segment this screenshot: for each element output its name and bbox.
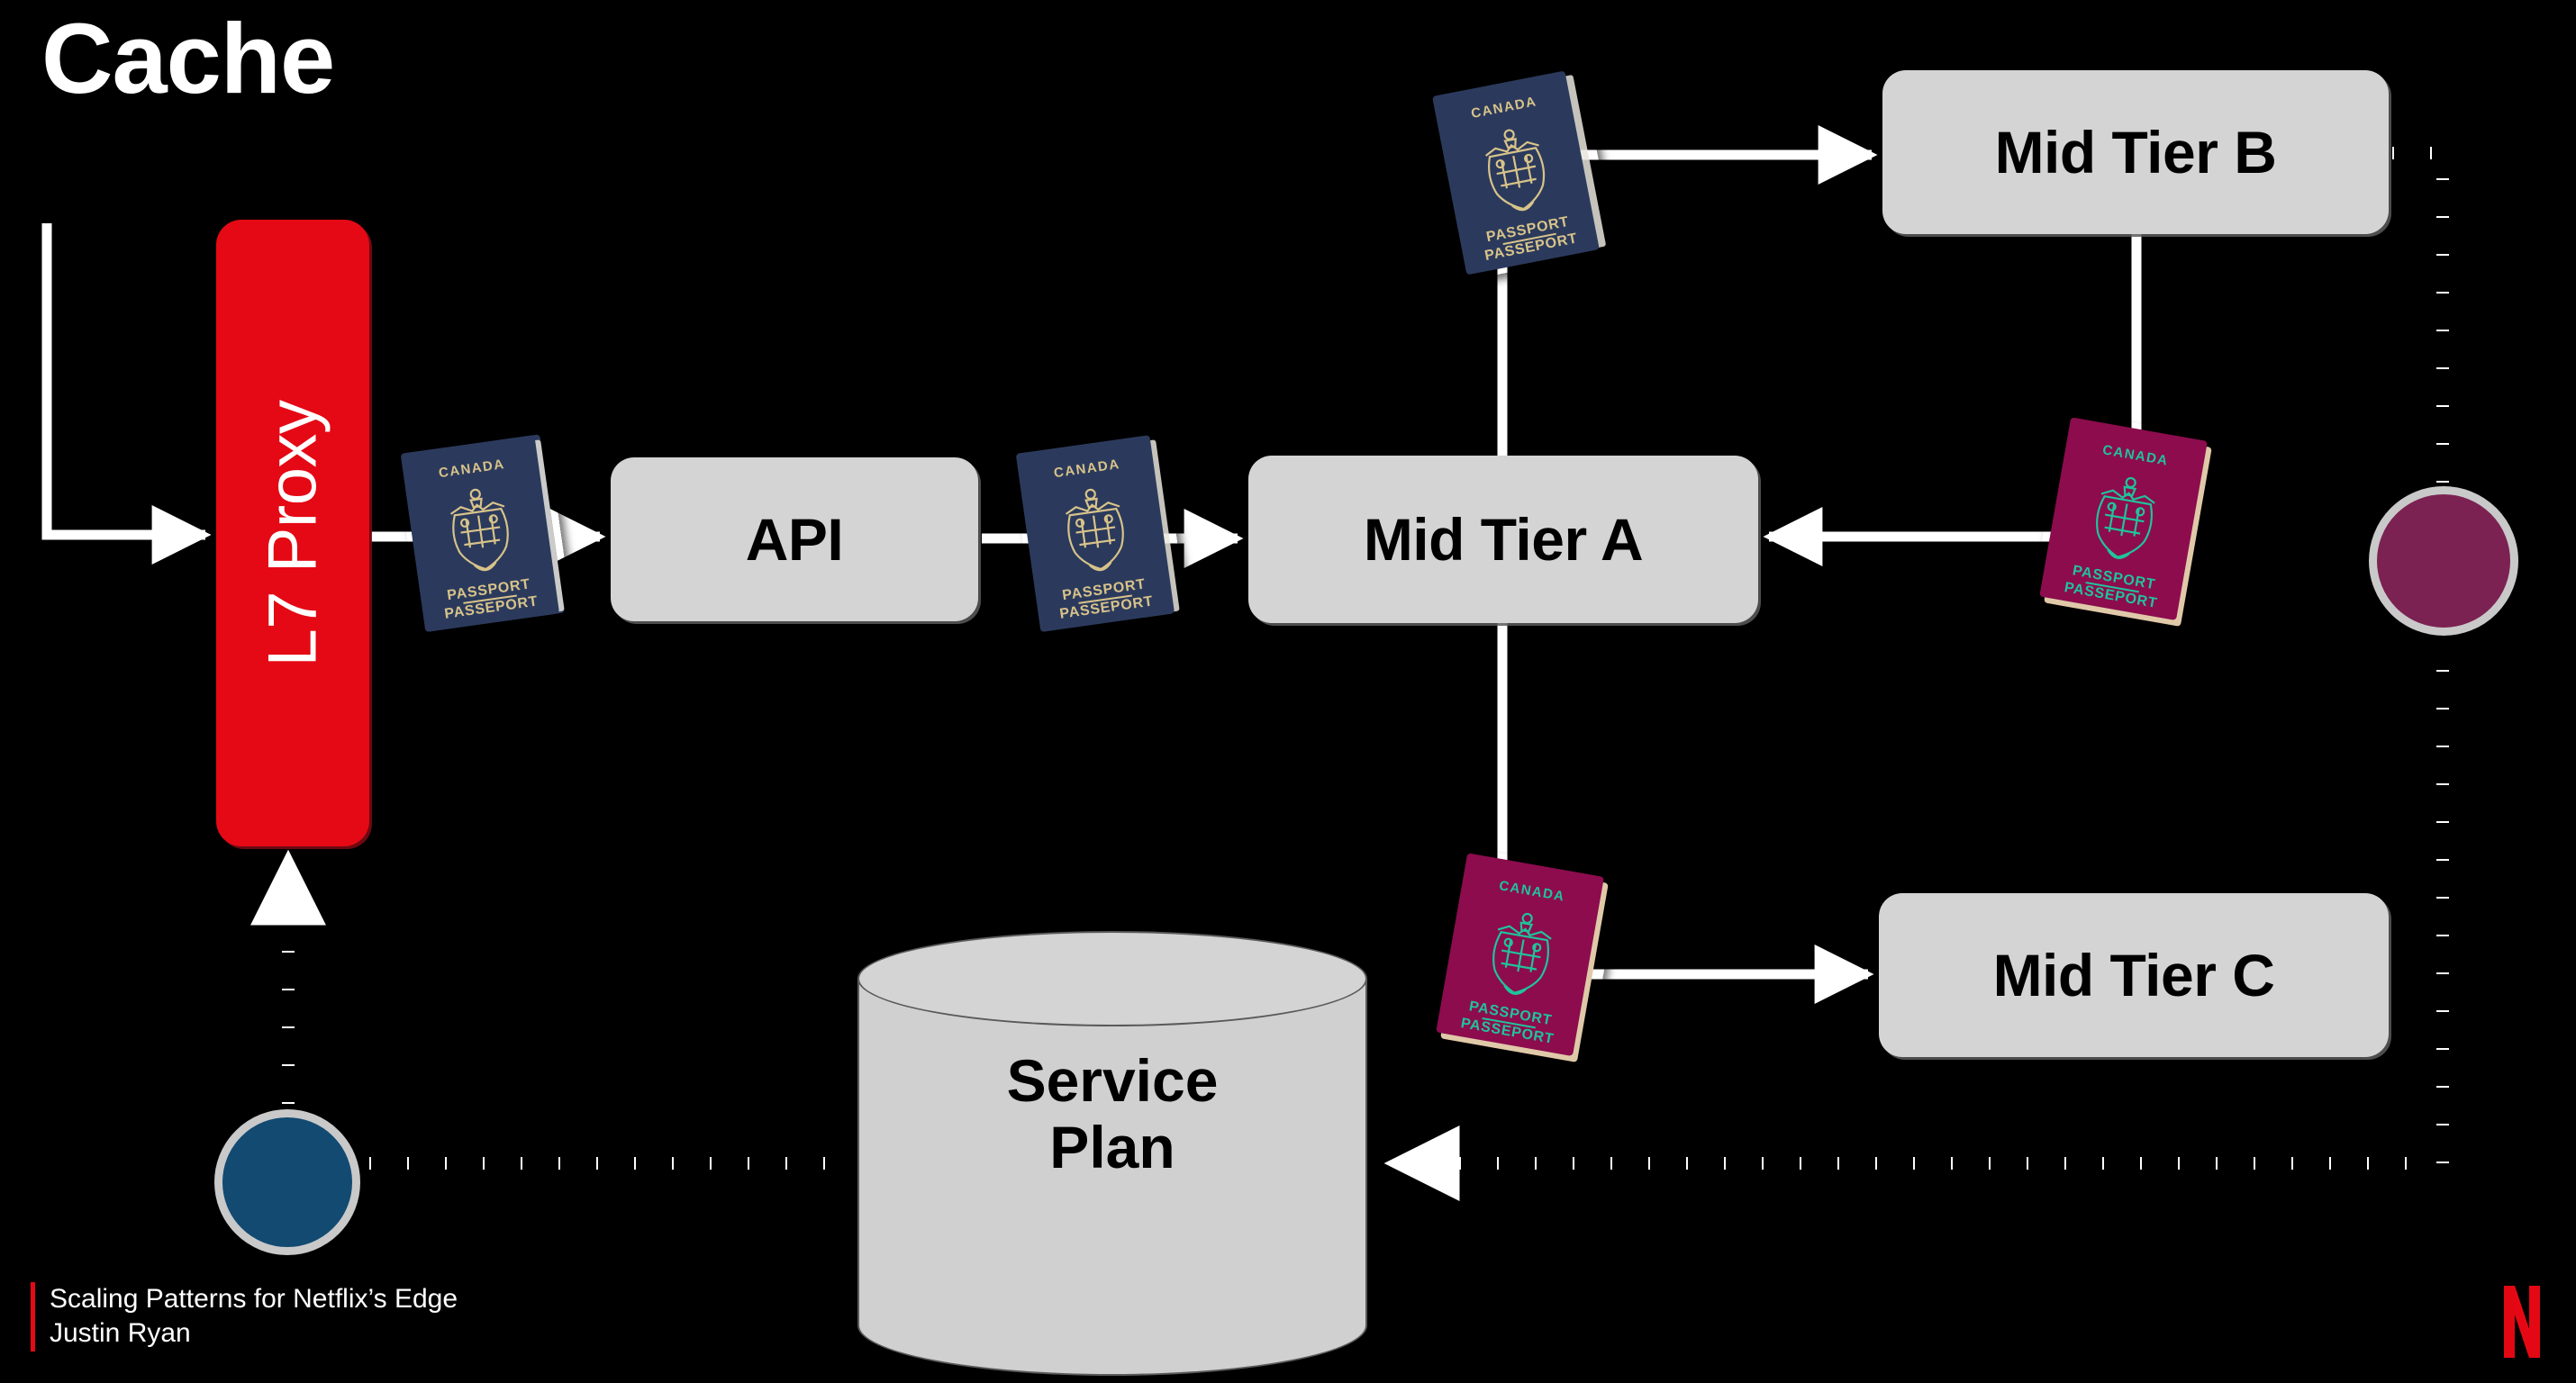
footer-talk-title: Scaling Patterns for Netflix’s Edge [50, 1284, 458, 1314]
netflix-n-logo-icon [2504, 1286, 2540, 1358]
node-control-circle[interactable] [2369, 486, 2518, 636]
footer-accent-rule [31, 1282, 35, 1351]
node-client-circle[interactable] [214, 1109, 360, 1255]
passport-api-to-mid-a: CANADA PASSPORT PASSEPORT [1010, 429, 1188, 638]
footer-speaker-name: Justin Ryan [50, 1318, 191, 1349]
passport-proxy-to-api: CANADA PASSPORT PASSEPORT [395, 429, 573, 638]
passport-mid-a-to-mid-b: CANADA PASSPORT PASSEPORT [1424, 64, 1616, 282]
cylinder-body [857, 978, 1367, 1376]
footer-text-block: Scaling Patterns for Netflix’s Edge Just… [50, 1282, 458, 1351]
footer-credit: Scaling Patterns for Netflix’s Edge Just… [31, 1282, 458, 1351]
node-service-plan[interactable]: Service Plan [857, 931, 1367, 1383]
node-l7-proxy[interactable]: L7 Proxy [216, 220, 369, 846]
node-mid-tier-b-label: Mid Tier B [1994, 119, 2277, 185]
cylinder-top-ellipse [857, 931, 1367, 1026]
node-mid-tier-a-label: Mid Tier A [1363, 506, 1644, 573]
node-api[interactable]: API [611, 457, 978, 621]
page-title: Cache [41, 4, 335, 114]
node-mid-tier-c[interactable]: Mid Tier C [1879, 893, 2389, 1057]
node-service-plan-label: Service Plan [1006, 1047, 1219, 1180]
passport-mid-a-to-mid-c: CANADA PASSPORT PASSEPORT [1427, 846, 1620, 1070]
node-l7-proxy-label: L7 Proxy [254, 400, 331, 666]
node-mid-tier-a[interactable]: Mid Tier A [1248, 456, 1758, 623]
node-mid-tier-c-label: Mid Tier C [1992, 942, 2275, 1008]
connector-ingress-to-l7proxy [41, 223, 212, 565]
node-mid-tier-b[interactable]: Mid Tier B [1882, 70, 2389, 234]
passport-mid-b-to-mid-a: CANADA PASSPORT PASSEPORT [2030, 411, 2224, 634]
node-api-label: API [745, 506, 844, 573]
